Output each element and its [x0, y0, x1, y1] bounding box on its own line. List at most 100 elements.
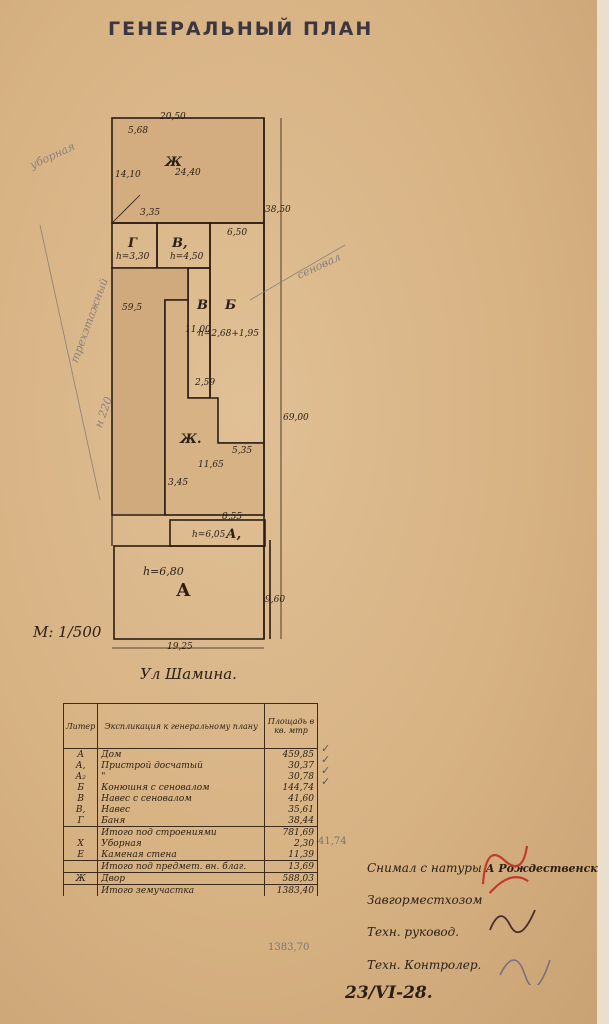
- dim-d2: 14,10: [115, 170, 141, 180]
- dim-d8: 11,65: [198, 460, 224, 470]
- label-h-a1: h=6,05: [192, 530, 226, 540]
- signature-mark: [489, 909, 536, 934]
- cell-area: 11,39: [264, 849, 318, 861]
- check-mark: ✓: [321, 775, 331, 788]
- scale-label: М: 1/500: [33, 623, 102, 641]
- cell-lit: Е: [62, 849, 99, 861]
- cell-name: Навес с сеновалом: [97, 793, 265, 804]
- sig-snyal-label: Снимал с натуры: [367, 861, 482, 875]
- header-name: Экспликация к генеральному плану: [97, 703, 265, 749]
- label-v: В: [197, 298, 208, 313]
- cell-area: 13,69: [264, 860, 318, 873]
- check-marks: ✓ ✓ ✓ ✓: [321, 743, 330, 787]
- dim-d12: 2,59: [195, 378, 216, 388]
- dim-top: 20,50: [160, 112, 186, 122]
- cell-area: 2,30: [264, 838, 318, 849]
- cell-area: 1383,40: [264, 884, 318, 896]
- pencil-bottom-note: 1383,70: [268, 942, 310, 953]
- dim-d6: 11,00: [185, 325, 211, 335]
- page-title: ГЕНЕРАЛЬНЫЙ ПЛАН: [108, 18, 374, 40]
- sig-tech-ruk: Техн. руковод.: [367, 925, 460, 939]
- cell-area: 144,74: [264, 782, 318, 793]
- explication-row: А₂"30,78: [62, 771, 318, 782]
- dim-d4: 6,50: [227, 228, 248, 238]
- label-v1: В,: [172, 236, 188, 251]
- cell-lit: [62, 860, 99, 873]
- label-h-a: h=6,80: [143, 565, 184, 578]
- sig-tech-kontr: Техн. Контролер.: [367, 958, 482, 972]
- label-zh-top: Ж: [165, 155, 183, 170]
- red-signature: [481, 845, 529, 894]
- pencil-side-note: 41,74: [318, 836, 347, 847]
- label-h-b: h=2,68+1,95: [198, 329, 259, 339]
- label-g: Г: [128, 236, 137, 251]
- cell-name: Итого земучастка: [97, 884, 265, 896]
- cell-name: Дом: [97, 748, 265, 760]
- cell-area: 38,44: [264, 815, 318, 827]
- label-h-g: h=3,30: [116, 252, 150, 262]
- cell-lit: [62, 826, 99, 838]
- cell-area: 35,61: [264, 804, 318, 815]
- street-label: Ул Шамина.: [140, 665, 237, 683]
- dim-d3: 24,40: [175, 168, 201, 178]
- label-a: А: [176, 580, 191, 601]
- cell-name: Навес: [97, 804, 265, 815]
- dim-d13: 59,5: [122, 303, 143, 313]
- cell-lit: А₂: [62, 771, 99, 782]
- cell-name: ": [97, 771, 265, 782]
- label-h-v1: h=4,50: [170, 252, 204, 262]
- cell-lit: [62, 884, 99, 896]
- cell-lit: А: [62, 748, 99, 760]
- explication-table: Литер Экспликация к генеральному плану П…: [62, 703, 318, 896]
- date: 23/VI-28.: [345, 983, 433, 1003]
- sheet-edge: [597, 0, 609, 1024]
- cell-name: Итого под предмет. вн. благ.: [97, 860, 265, 873]
- cell-name: Конюшня с сеновалом: [97, 782, 265, 793]
- check-mark: ✓: [321, 764, 331, 777]
- dim-d11: 3,45: [168, 478, 189, 488]
- dim-d10: 9,60: [265, 595, 286, 605]
- site-plan-drawing: [39, 117, 346, 649]
- label-zh-yard: Ж.: [180, 432, 202, 447]
- cell-area: 30,37: [264, 760, 318, 771]
- sig-zav: Завгорместхозом: [367, 893, 483, 907]
- cell-name: Баня: [97, 815, 265, 827]
- cell-lit: Г: [62, 815, 99, 827]
- cell-lit: А,: [62, 760, 99, 771]
- cell-name: Двор: [97, 872, 265, 885]
- dim-d7: 5,35: [232, 446, 253, 456]
- label-a1: А,: [226, 527, 242, 542]
- check-mark: ✓: [321, 742, 331, 755]
- cell-name: Итого под строениями: [97, 826, 265, 838]
- header-lit: Литер: [62, 703, 99, 749]
- cell-area: 41,60: [264, 793, 318, 804]
- dim-right-upper: 38,50: [265, 205, 291, 215]
- cell-area: 781,69: [264, 826, 318, 838]
- cell-lit: Ж: [62, 872, 99, 885]
- cell-area: 459,85: [264, 748, 318, 760]
- check-mark: ✓: [321, 753, 331, 766]
- dim-d5: 3,35: [140, 208, 161, 218]
- cell-name: Уборная: [97, 838, 265, 849]
- cell-name: Пристрой досчатый: [97, 760, 265, 771]
- zh-top-area: [111, 117, 265, 224]
- cell-area: 588,03: [264, 872, 318, 885]
- cell-lit: Х: [62, 838, 99, 849]
- cell-area: 30,78: [264, 771, 318, 782]
- signature-mark-2: [499, 959, 551, 985]
- header-area: Площадь в кв. мтр: [264, 703, 318, 749]
- dim-d1: 5,68: [128, 126, 149, 136]
- cell-lit: В: [62, 793, 99, 804]
- cell-lit: В,: [62, 804, 99, 815]
